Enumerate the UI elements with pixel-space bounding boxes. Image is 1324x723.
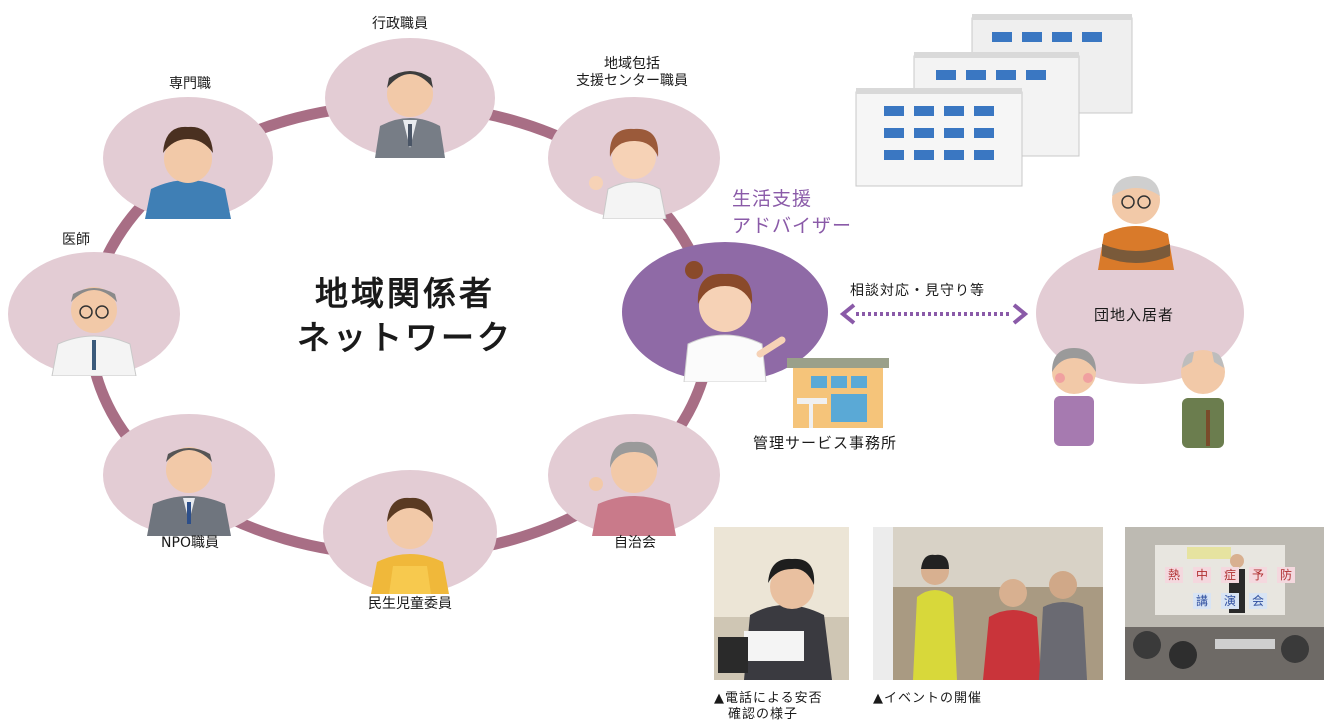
banner-char-2: 中 bbox=[1193, 567, 1211, 583]
caption-phone-call-line1: ▲電話による安否 bbox=[714, 691, 823, 706]
npo-staff-icon bbox=[147, 447, 231, 536]
neighborhood-association-icon bbox=[589, 441, 676, 536]
civil-servant-icon bbox=[375, 71, 445, 158]
node-senmon bbox=[103, 97, 273, 219]
node-gyosei bbox=[325, 38, 495, 158]
banner-char-4: 予 bbox=[1249, 567, 1267, 583]
label-jichi: 自治会 bbox=[614, 535, 656, 551]
caption-phone-call: ▲電話による安否 確認の様子 bbox=[714, 691, 823, 723]
advisor-icon bbox=[683, 261, 786, 383]
residents-label: 団地入居者 bbox=[1094, 306, 1175, 324]
node-ishi bbox=[8, 252, 180, 377]
caption-phone-call-line2: 確認の様子 bbox=[728, 707, 799, 722]
arrow-label: 相談対応・見守り等 bbox=[850, 283, 985, 299]
banner-char-1: 熱 bbox=[1165, 567, 1183, 583]
label-gyosei: 行政職員 bbox=[372, 16, 428, 32]
office-label: 管理サービス事務所 bbox=[753, 434, 898, 452]
advisor-label-line2: アドバイザー bbox=[732, 215, 853, 237]
center-title-line2: ネットワーク bbox=[297, 318, 513, 357]
advisor-label: 生活支援 アドバイザー bbox=[732, 186, 852, 240]
label-minsei: 民生児童委員 bbox=[368, 596, 452, 612]
node-advisor bbox=[622, 242, 828, 383]
node-houkatsu bbox=[548, 97, 720, 220]
care-staff-icon bbox=[589, 128, 667, 220]
double-arrow-icon bbox=[839, 303, 1029, 325]
photo-phone-call bbox=[714, 527, 849, 680]
label-houkatsu-line2: 支援センター職員 bbox=[576, 73, 688, 89]
label-npo: NPO職員 bbox=[161, 535, 219, 551]
banner-char-7: 演 bbox=[1221, 593, 1239, 609]
center-title: 地域関係者 ネットワーク bbox=[290, 272, 520, 360]
apartment-buildings-icon bbox=[855, 14, 1133, 187]
elderly-woman-icon bbox=[1052, 348, 1096, 446]
center-title-line1: 地域関係者 bbox=[315, 274, 495, 313]
welfare-commissioner-icon bbox=[371, 497, 449, 594]
label-houkatsu: 地域包括 支援センター職員 bbox=[562, 56, 702, 90]
node-minsei bbox=[323, 470, 497, 594]
label-senmon: 専門職 bbox=[169, 76, 211, 92]
advisor-label-line1: 生活支援 bbox=[732, 188, 813, 210]
office-building-icon bbox=[787, 358, 889, 428]
banner-char-8: 会 bbox=[1249, 593, 1267, 609]
label-ishi: 医師 bbox=[62, 232, 90, 248]
elderly-man-top-icon bbox=[1098, 176, 1174, 270]
node-jichi bbox=[548, 414, 720, 536]
caption-event: ▲イベントの開催 bbox=[873, 691, 982, 706]
doctor-icon bbox=[51, 287, 137, 377]
banner-char-5: 防 bbox=[1277, 567, 1295, 583]
photo-lecture: 熱 中 症 予 防 講 演 会 bbox=[1125, 527, 1324, 680]
banner-char-3: 症 bbox=[1221, 567, 1239, 583]
node-npo bbox=[103, 414, 275, 536]
photo-event bbox=[873, 527, 1103, 680]
elderly-man-cane-icon bbox=[1181, 350, 1225, 448]
specialist-icon bbox=[145, 126, 231, 219]
banner-char-6: 講 bbox=[1193, 593, 1211, 609]
label-houkatsu-line1: 地域包括 bbox=[604, 56, 660, 72]
